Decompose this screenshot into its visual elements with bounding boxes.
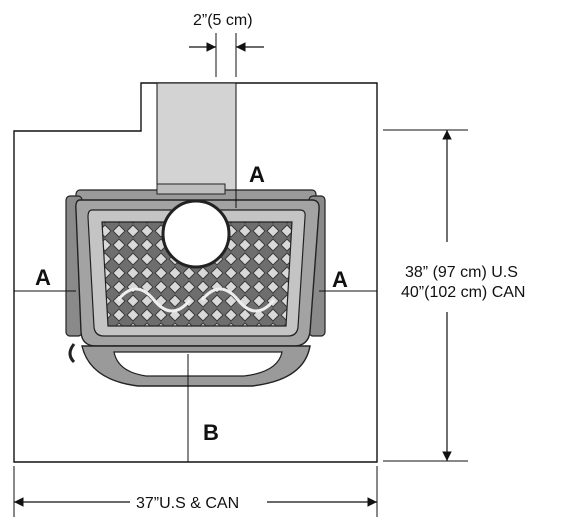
flue-collar — [156, 183, 226, 195]
stove-handle — [68, 343, 76, 364]
grille-swirl-left — [116, 287, 192, 313]
flue-pipe — [156, 82, 237, 194]
stove-grille — [101, 221, 293, 327]
clearance-label-right: A — [332, 267, 348, 292]
width-label: 37”U.S & CAN — [136, 495, 239, 512]
flue-offset-label: 2”(5 cm) — [193, 12, 253, 29]
grille-swirl-right — [200, 287, 276, 313]
clearance-label-top: A — [249, 162, 265, 187]
clearance-label-front: B — [203, 420, 219, 445]
clearance-label-left: A — [35, 265, 51, 290]
depth-label-can: 40”(102 cm) CAN — [401, 284, 525, 301]
stove — [65, 183, 326, 387]
stove-medallion — [161, 199, 231, 269]
stove-ash-lip-inner — [113, 351, 283, 377]
floor-protector-outline — [13, 82, 378, 463]
depth-label-us: 38” (97 cm) U.S — [405, 264, 518, 281]
